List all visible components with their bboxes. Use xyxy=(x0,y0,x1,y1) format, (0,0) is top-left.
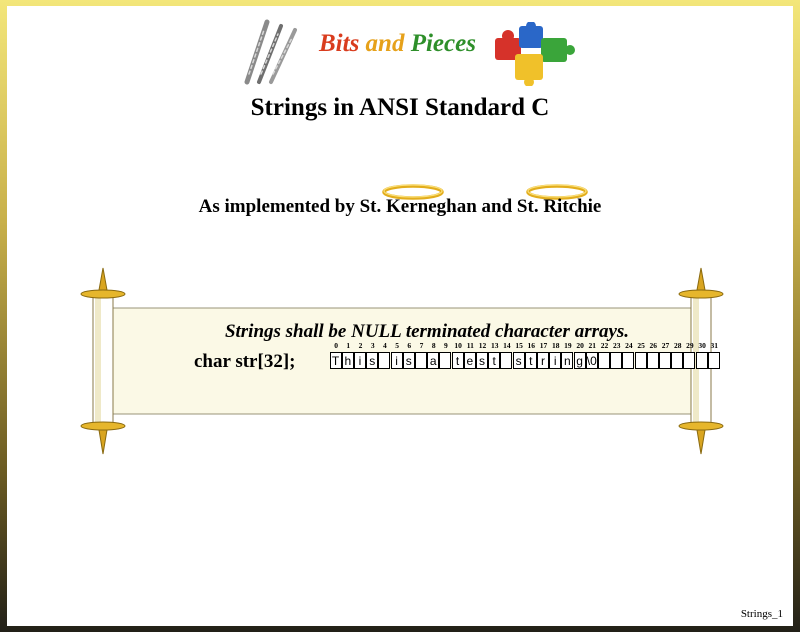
array-index-label: 19 xyxy=(564,341,572,350)
array-index-label: 11 xyxy=(466,341,474,350)
array-cell: i xyxy=(390,352,403,369)
array-cell xyxy=(378,352,391,369)
array-index-label: 13 xyxy=(490,341,499,350)
logo-word-and: and xyxy=(365,30,405,57)
array-index-label: 16 xyxy=(527,341,536,350)
array-index-label: 24 xyxy=(625,341,633,350)
array-index-label: 31 xyxy=(710,341,719,350)
array-cell: s xyxy=(366,352,379,369)
array-index-label: 25 xyxy=(637,341,645,350)
array-index-label: 17 xyxy=(539,341,548,350)
array-index-label: 9 xyxy=(444,341,448,350)
array-cell xyxy=(646,352,659,369)
logo-word-bits: Bits xyxy=(319,30,360,57)
slide: Bits and Pieces Strings in ANSI Standard… xyxy=(7,6,793,626)
array-cell: t xyxy=(524,352,537,369)
array-cell: \0 xyxy=(585,352,598,369)
array-index-label: 8 xyxy=(431,341,436,350)
array-cell: s xyxy=(512,352,525,369)
array-cell: e xyxy=(463,352,476,369)
array-cell: s xyxy=(475,352,489,369)
array-cell xyxy=(610,352,623,369)
scroll-heading: Strings shall be NULL terminated charact… xyxy=(224,321,630,342)
array-index-label: 27 xyxy=(661,341,670,350)
array-cell: t xyxy=(488,352,501,369)
array-cell: i xyxy=(353,352,367,369)
scroll: Strings shall be NULL terminated charact… xyxy=(77,264,727,464)
array-cell xyxy=(707,352,720,369)
array-index-label: 22 xyxy=(600,341,609,350)
string-declaration: char str[32]; xyxy=(194,351,296,372)
array-cell: s xyxy=(402,352,415,369)
puzzle-pieces-icon xyxy=(495,22,575,86)
array-cell: g xyxy=(573,352,586,369)
array-index-label: 0 xyxy=(334,341,338,350)
array-index-label: 14 xyxy=(503,341,511,350)
logo-word-pieces: Pieces xyxy=(410,30,476,57)
array-index-label: 10 xyxy=(454,341,462,350)
halo-icon xyxy=(526,184,588,200)
array-cell: h xyxy=(341,352,354,369)
array-cell xyxy=(439,352,452,369)
array-cell xyxy=(622,352,635,369)
array-index-label: 3 xyxy=(370,341,375,350)
array-cell xyxy=(671,352,684,369)
array-cell xyxy=(597,352,611,369)
halo-icon xyxy=(382,184,444,200)
array-index-label: 15 xyxy=(515,341,523,350)
array-cell: i xyxy=(549,352,562,369)
array-cell: a xyxy=(427,352,440,369)
array-index-label: 28 xyxy=(673,341,682,350)
array-index-label: 4 xyxy=(383,341,387,350)
array-cell xyxy=(658,352,672,369)
logo-text: Bits and Pieces xyxy=(319,30,476,58)
array-cell: t xyxy=(451,352,464,369)
array-index-label: 29 xyxy=(686,341,694,350)
subtitle: As implemented by St. Kerneghan and St. … xyxy=(198,196,602,217)
array-cell: n xyxy=(561,352,574,369)
array-cell: T xyxy=(329,352,342,369)
array-cell xyxy=(414,352,428,369)
array-index-label: 20 xyxy=(576,341,584,350)
drill-bits-icon xyxy=(244,19,297,85)
slide-footer: Strings_1 xyxy=(740,608,783,620)
array-cell xyxy=(695,352,708,369)
array-cell xyxy=(634,352,647,369)
array-index-label: 26 xyxy=(649,341,658,350)
logo: Bits and Pieces xyxy=(239,16,579,86)
array-index-label: 5 xyxy=(395,341,399,350)
array-cell: r xyxy=(536,352,550,369)
array-index-label: 18 xyxy=(551,341,560,350)
array-cell xyxy=(683,352,696,369)
array-index-label: 6 xyxy=(407,341,412,350)
array-index-label: 30 xyxy=(698,341,706,350)
array-index-label: 2 xyxy=(358,341,363,350)
array-index-label: 12 xyxy=(478,341,487,350)
array-index-label: 21 xyxy=(588,341,597,350)
page-title: Strings in ANSI Standard C xyxy=(250,94,550,121)
array-index-label: 1 xyxy=(346,341,351,350)
array-index-label: 23 xyxy=(612,341,621,350)
array-index-label: 7 xyxy=(419,341,424,350)
array-cell xyxy=(500,352,513,369)
